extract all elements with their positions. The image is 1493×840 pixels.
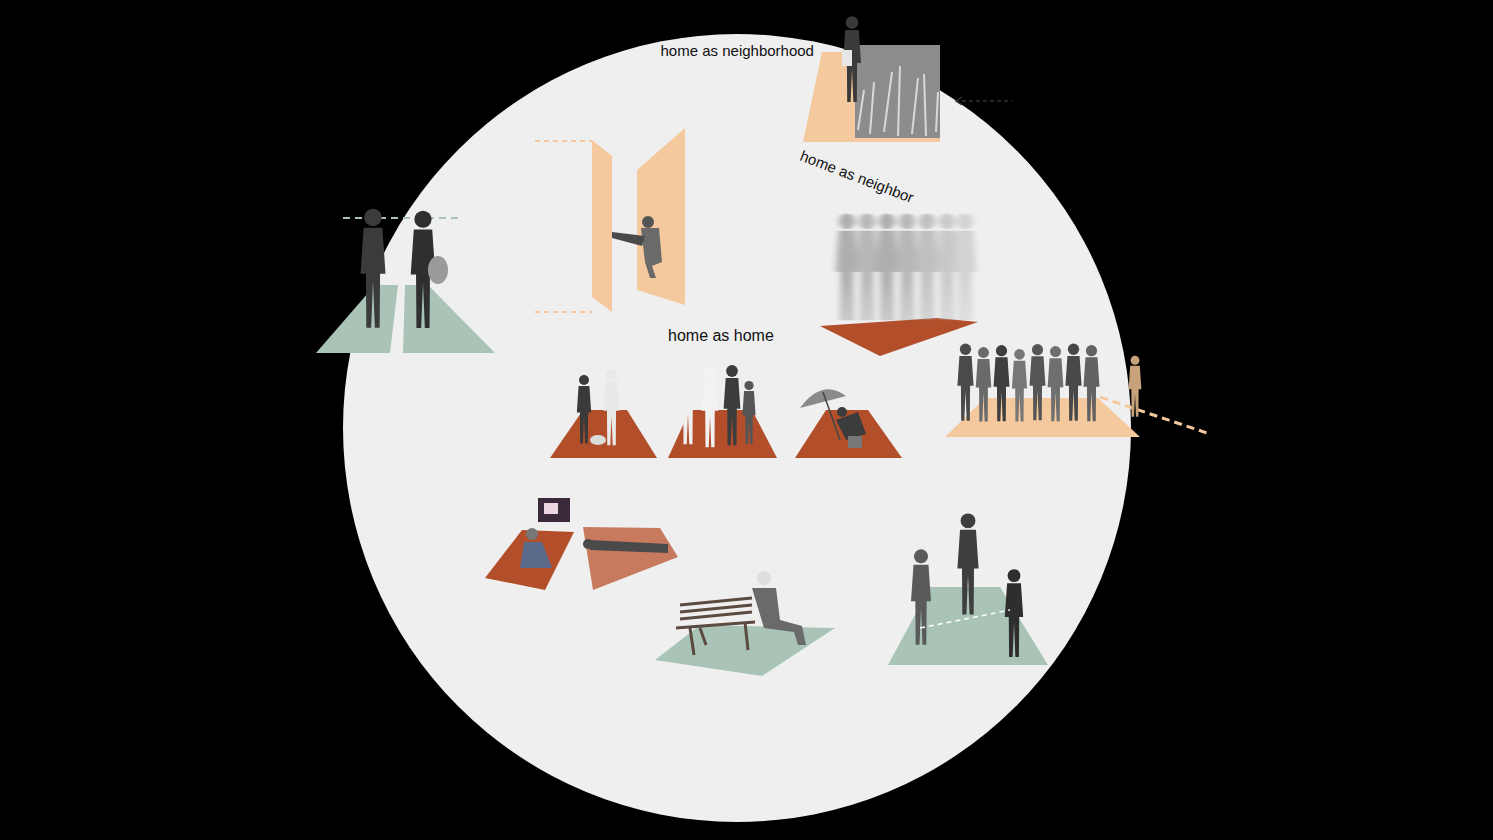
home-scene-part bbox=[520, 542, 552, 568]
home-scene-part bbox=[795, 410, 902, 458]
motion-scene bbox=[820, 213, 978, 356]
home-scene-part bbox=[836, 412, 866, 440]
home-scene-part bbox=[752, 588, 806, 645]
door-scene-part bbox=[642, 216, 654, 228]
home-scene-part bbox=[550, 410, 657, 458]
walker-scene-part bbox=[858, 66, 938, 136]
door-scene bbox=[535, 128, 685, 312]
motion-scene-part-part bbox=[836, 213, 858, 320]
group-scene-part bbox=[1048, 346, 1064, 421]
pair-scene bbox=[316, 209, 495, 353]
pair-scene-part bbox=[361, 209, 386, 328]
home-scene-part bbox=[590, 435, 606, 445]
door-scene-part bbox=[592, 140, 612, 312]
group-scene-part bbox=[994, 345, 1010, 421]
group-scene-part bbox=[957, 344, 973, 421]
group-scene-part bbox=[1084, 345, 1100, 421]
walker-scene-part bbox=[962, 100, 1012, 102]
street-scene-part bbox=[1005, 569, 1023, 657]
home-scene-part bbox=[680, 364, 697, 444]
walker-scene-part bbox=[803, 52, 940, 142]
home-scene-part bbox=[577, 375, 591, 444]
door-scene-part bbox=[641, 228, 662, 278]
pair-scene-part bbox=[343, 217, 463, 219]
home-scene-part bbox=[676, 598, 755, 628]
walker-scene-part bbox=[843, 16, 861, 102]
motion-scene-part-part bbox=[954, 213, 976, 320]
home-scene-part bbox=[690, 622, 748, 655]
group-scene-part bbox=[1012, 349, 1027, 421]
ring-region: home as homehome as neighborhome as neig… bbox=[342, 33, 1132, 823]
door-scene-part bbox=[535, 311, 592, 313]
home-scene-part bbox=[583, 539, 593, 549]
street-scene-part bbox=[888, 587, 1048, 665]
walker-scene bbox=[803, 16, 1012, 142]
home-scene-part bbox=[837, 407, 847, 417]
pair-scene-part bbox=[403, 285, 495, 353]
home-scene-part bbox=[823, 392, 840, 440]
group-scene-part bbox=[1030, 344, 1046, 420]
group-scene-part bbox=[1129, 356, 1142, 417]
home-scene-part bbox=[668, 410, 777, 458]
walker-scene-part bbox=[956, 97, 962, 105]
home-scene-part bbox=[655, 625, 835, 676]
walker-scene-part bbox=[842, 50, 852, 66]
home-scene-part bbox=[848, 436, 862, 448]
home-scene-part bbox=[485, 530, 574, 590]
ring-outline bbox=[343, 34, 1131, 822]
group-scene-part bbox=[976, 347, 992, 421]
ring-title: home as home bbox=[668, 327, 774, 345]
group-scene-part bbox=[1065, 344, 1081, 421]
home-scene-part bbox=[724, 365, 741, 445]
street-scene-part bbox=[920, 610, 1010, 628]
home-scene-part bbox=[583, 527, 678, 590]
group-scene-part bbox=[1088, 393, 1210, 434]
door-scene-part bbox=[612, 232, 645, 246]
ring-title: home as neighborhood bbox=[661, 42, 814, 59]
home-scene-part bbox=[757, 571, 771, 585]
motion-scene-part-part bbox=[896, 213, 918, 320]
ring-shape bbox=[342, 33, 1132, 823]
motion-scene-part-part bbox=[916, 213, 938, 320]
motion-scene-part-part bbox=[876, 213, 898, 320]
street-scene-part bbox=[957, 513, 978, 614]
street-scene-part bbox=[911, 549, 931, 644]
home-scene-part bbox=[526, 528, 538, 540]
home-scene-part bbox=[604, 369, 620, 445]
door-scene-part bbox=[535, 140, 592, 142]
home-scene-part bbox=[544, 503, 558, 514]
pair-scene-part bbox=[428, 256, 448, 284]
motion-scene-part-part bbox=[856, 213, 878, 320]
group-scene-part bbox=[945, 398, 1140, 437]
home-scene-part bbox=[702, 367, 719, 447]
motion-scene-part bbox=[836, 213, 976, 320]
home-scene-part bbox=[590, 540, 668, 553]
door-scene-part bbox=[637, 128, 685, 305]
home-scene-part bbox=[742, 381, 755, 444]
group-scene bbox=[945, 344, 1210, 437]
motion-scene-part-part bbox=[936, 213, 958, 320]
walker-scene-part bbox=[855, 45, 940, 138]
street-scene bbox=[888, 513, 1048, 665]
pair-scene-part bbox=[411, 211, 436, 328]
pair-scene-part bbox=[316, 285, 398, 353]
motion-scene-part bbox=[820, 318, 978, 356]
home-scene bbox=[485, 364, 902, 676]
home-scene-part bbox=[538, 498, 570, 522]
home-scene-part bbox=[800, 389, 846, 408]
